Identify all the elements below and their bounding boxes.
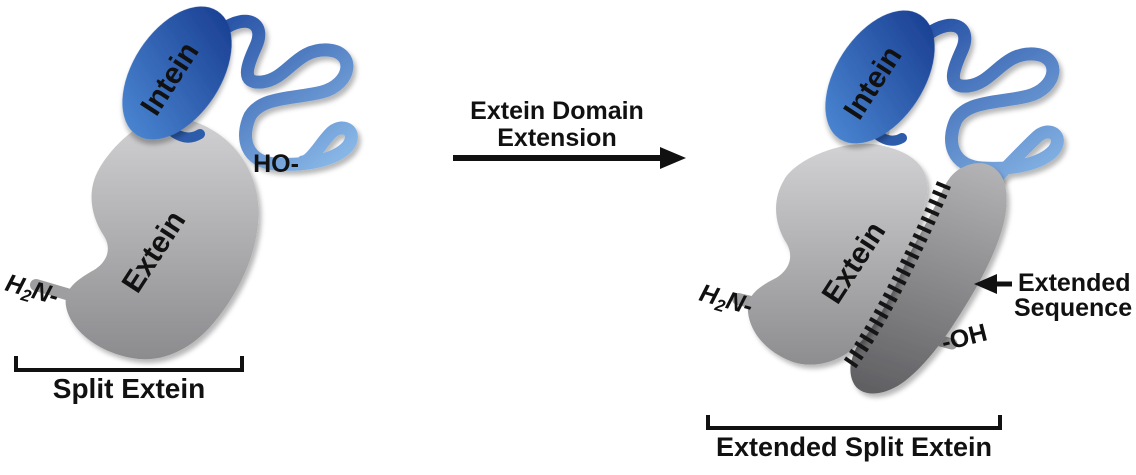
- extein-blob-left: [65, 116, 259, 360]
- transition-label-line1: Extein Domain: [470, 97, 644, 125]
- intein-blob-right: [825, 10, 935, 144]
- extended-sequence-label-line2: Sequence: [1014, 294, 1132, 322]
- extended-sequence-arrow-head: [974, 274, 997, 294]
- extended-sequence-label-line1: Extended: [1018, 269, 1131, 297]
- transition-group: Extein Domain Extension: [453, 97, 686, 169]
- right-construct: Intein Extein -OH H2N- Extended Sequence…: [696, 10, 1132, 462]
- transition-arrow-head: [660, 147, 686, 169]
- extended-split-extein-bracket: [706, 415, 1002, 430]
- n-terminus-stub-left: [30, 279, 76, 301]
- hatch-interface: [843, 181, 951, 369]
- n-terminus-label-right: H2N-: [696, 279, 756, 324]
- split-extein-label: Split Extein: [53, 373, 205, 404]
- extended-sequence-shape: [850, 163, 1007, 394]
- left-construct: Intein Extein HO- H2N- Split Extein: [2, 6, 358, 404]
- linker-squiggle-left: [215, 14, 358, 171]
- split-extein-bracket: [14, 356, 244, 372]
- c-terminus-label-left: HO-: [253, 150, 299, 178]
- transition-labels: Extein Domain Extension: [470, 97, 644, 152]
- linker-squiggle-right: [921, 18, 1064, 203]
- intein-blob-left: [122, 6, 232, 140]
- extein-blob-right: [747, 143, 928, 365]
- transition-label-line2: Extension: [497, 124, 616, 152]
- extended-split-extein-label: Extended Split Extein: [716, 432, 992, 462]
- n-terminus-label-left: H2N-: [2, 269, 62, 314]
